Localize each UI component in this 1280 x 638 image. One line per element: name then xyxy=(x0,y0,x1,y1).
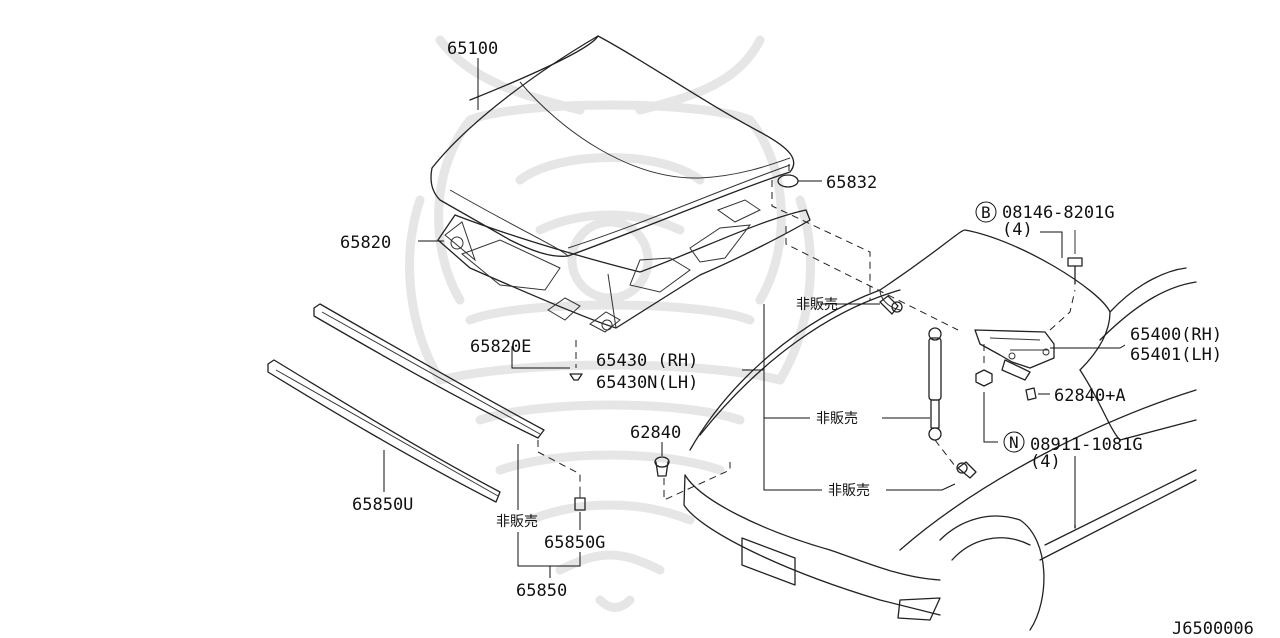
label-hinge-nut[interactable]: 08911-1081G xyxy=(1030,435,1143,455)
label-not-sold-2: 非販売 xyxy=(816,411,858,427)
seal-assembly-line xyxy=(537,440,581,492)
label-hood-seal[interactable]: 65832 xyxy=(826,173,877,193)
label-hinge-lh[interactable]: 65401(LH) xyxy=(1130,345,1222,365)
label-seal-upper[interactable]: 65850U xyxy=(352,495,413,515)
label-seal-grommet[interactable]: 65850G xyxy=(544,533,605,553)
seal-grommet-part xyxy=(574,490,586,511)
hood-insulator-panel xyxy=(437,199,811,333)
label-hinge-nut-qty: (4) xyxy=(1030,452,1061,472)
bumper-rubber-part xyxy=(654,456,731,501)
front-seal-strip-upper xyxy=(313,303,545,439)
label-hinge-bolt[interactable]: 08146-8201G xyxy=(1002,203,1115,223)
label-seal-assembly[interactable]: 65850 xyxy=(516,581,567,601)
label-hinge-rh[interactable]: 65400(RH) xyxy=(1130,325,1222,345)
label-hood-insulator[interactable]: 65820 xyxy=(340,233,391,253)
label-not-sold-3: 非販売 xyxy=(828,483,870,499)
ball-stud-upper xyxy=(879,295,903,315)
label-bumper-rubber-a[interactable]: 62840+A xyxy=(1054,386,1126,406)
watermark-emblem xyxy=(405,35,815,612)
leader-lines xyxy=(383,58,1126,578)
label-stay-rh[interactable]: 65430 (RH) xyxy=(596,351,698,371)
hood-hinge-part xyxy=(974,289,1076,381)
hinge-nut-part xyxy=(975,344,993,387)
nut-marker-circle xyxy=(1003,431,1025,453)
bumper-rubber-a-part xyxy=(1025,387,1037,401)
hood-panel xyxy=(430,35,795,257)
label-bumper-rubber[interactable]: 62840 xyxy=(630,423,681,443)
hinge-bolt-part xyxy=(1067,230,1083,285)
diagram-code: J6500006 xyxy=(1172,619,1254,638)
insulator-clip-part xyxy=(569,340,583,381)
label-not-sold-1: 非販売 xyxy=(796,297,838,313)
label-insulator-clip[interactable]: 65820E xyxy=(470,337,531,357)
nut-marker-letter: N xyxy=(1009,433,1019,452)
label-hinge-bolt-qty: (4) xyxy=(1002,220,1033,240)
vehicle-front-body xyxy=(683,229,1197,631)
bolt-marker-letter: B xyxy=(981,203,991,222)
hood-gas-stay xyxy=(928,327,956,467)
label-hood[interactable]: 65100 xyxy=(447,39,498,59)
bolt-marker-circle xyxy=(975,201,997,223)
assembly-line-a xyxy=(771,180,871,300)
front-seal-strip-lower xyxy=(267,359,501,503)
label-stay-lh[interactable]: 65430N(LH) xyxy=(596,373,698,393)
assembly-line-b xyxy=(785,226,959,331)
ball-stud-lower xyxy=(956,461,977,479)
label-not-sold-4: 非販売 xyxy=(496,514,538,530)
